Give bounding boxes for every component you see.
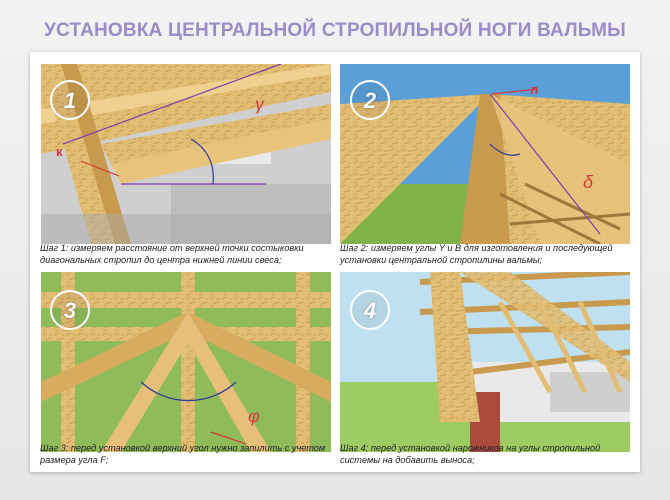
step-3-label-phi: φ: [248, 406, 260, 426]
step-2-number: 2: [363, 88, 377, 113]
step-2-label-l: л: [530, 82, 539, 97]
step-1-label-gamma: γ: [255, 94, 264, 114]
page-title: УСТАНОВКА ЦЕНТРАЛЬНОЙ СТРОПИЛЬНОЙ НОГИ В…: [44, 20, 626, 41]
step-2-illustration: [340, 64, 630, 244]
step-1-label-k: к: [56, 144, 63, 159]
step-1-number: 1: [63, 88, 77, 113]
step-3-number: 3: [63, 298, 77, 323]
step-4-caption: Шаг 4: перед установкой нарожников на уг…: [340, 443, 601, 465]
step-3-caption: Шаг 3: перед установкой верхний угол нуж…: [40, 443, 326, 465]
step-1-caption: Шаг 1: измеряем расстояние от верхней то…: [40, 243, 304, 265]
step-2-caption: Шаг 2: измеряем углы Y и B для изготовле…: [340, 243, 613, 265]
step-3-illustration: [41, 272, 331, 452]
step-1-illustration: [41, 64, 331, 244]
step-3-badge: 3: [50, 290, 90, 330]
step-1-badge: 1: [50, 80, 90, 120]
step-2-badge: 2: [350, 80, 390, 120]
step-4-number: 4: [363, 298, 377, 323]
step-4-badge: 4: [350, 290, 390, 330]
steps-card: 1 к γ Шаг 1: измеряем расстояние от верх…: [30, 52, 640, 472]
step-2-label-delta: δ: [583, 172, 594, 192]
